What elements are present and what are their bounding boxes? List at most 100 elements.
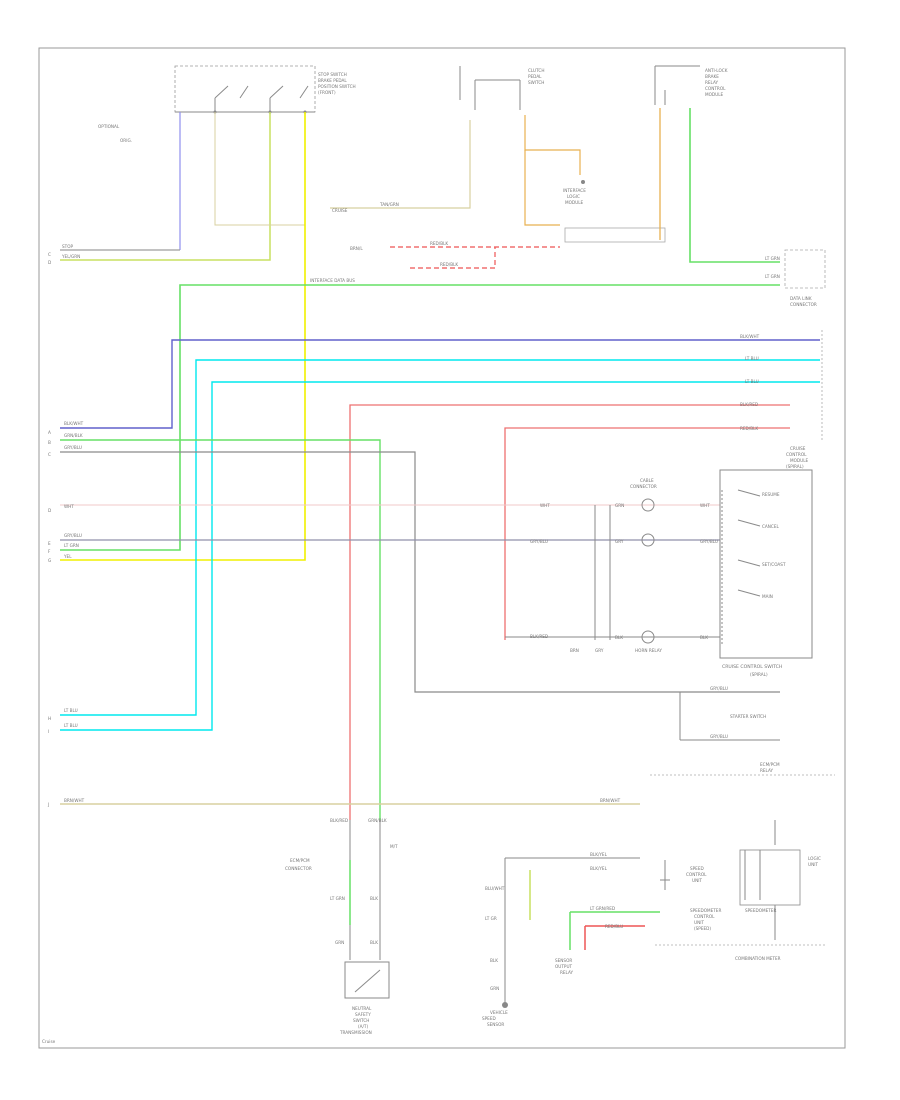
svg-text:SPEED: SPEED [690, 866, 704, 871]
top-left-note-0: OPTIONAL [98, 124, 120, 129]
abs-block: ANTI-LOCK BRAKE RELAY CONTROL MODULE [654, 65, 728, 105]
wire-tan-clutch [330, 120, 471, 209]
neutral-label-3: (A/T) [358, 1024, 368, 1029]
svg-text:GRY/BLU: GRY/BLU [64, 445, 82, 450]
left-labels: C D A B C D E F G H I J BLK/WHT GRN/BLK … [47, 252, 85, 807]
wire-red-1 [349, 404, 790, 820]
neutral-label-0: NEUTRAL [352, 1006, 372, 1011]
svg-text:MAIN: MAIN [762, 594, 773, 599]
svg-text:(SPIRAL): (SPIRAL) [786, 464, 804, 469]
stop-switch-label-1: BRAKE PEDAL [318, 78, 347, 83]
svg-text:GRN: GRN [615, 503, 624, 508]
right-connector-mid: CRUISE CONTROL MODULE (SPIRAL) [786, 330, 823, 469]
svg-text:BLK/RED: BLK/RED [330, 818, 348, 823]
vss-label-0: VEHICLE [490, 1010, 508, 1015]
vss-label-1: SPEED [482, 1016, 496, 1021]
abs-label-3: CONTROL [705, 86, 726, 91]
mid-relay-2: MODULE [565, 200, 584, 205]
svg-text:GRY/BLU: GRY/BLU [710, 686, 728, 691]
stop-switch-block: STOP SWITCH BRAKE PEDAL POSITION SWITCH … [98, 65, 356, 143]
abs-label-2: RELAY [705, 80, 719, 85]
svg-text:WHT: WHT [64, 504, 74, 509]
svg-text:GRY: GRY [615, 539, 624, 544]
ecm-line-0: ECM/PCM [760, 762, 780, 767]
svg-text:GRN: GRN [490, 986, 499, 991]
cruise-switch-label: CRUISE CONTROL SWITCH [722, 664, 782, 670]
svg-text:SPEEDOMETER: SPEEDOMETER [690, 908, 721, 913]
neutral-label-2: SWITCH [353, 1018, 369, 1023]
svg-text:LT BLU: LT BLU [745, 356, 759, 361]
svg-text:LT GRN: LT GRN [765, 256, 780, 261]
svg-text:RED/BLK: RED/BLK [440, 262, 458, 267]
abs-label-4: MODULE [705, 92, 724, 97]
clutch-label-0: CLUTCH [528, 68, 545, 73]
svg-text:BLK: BLK [370, 896, 378, 901]
svg-text:CANCEL: CANCEL [762, 524, 779, 529]
svg-text:BLK: BLK [615, 635, 623, 640]
svg-text:RED/BLK: RED/BLK [740, 426, 758, 431]
wire-red-2 [504, 427, 790, 640]
svg-text:B: B [48, 440, 51, 445]
svg-text:BRN/L: BRN/L [350, 246, 363, 251]
svg-text:BRN/WHT: BRN/WHT [600, 798, 621, 803]
wire-green-long [60, 284, 780, 551]
ecm-line-1: RELAY [760, 768, 774, 773]
svg-text:C: C [48, 252, 51, 257]
top-left-note-1: ORIG. [120, 138, 132, 143]
svg-text:WHT: WHT [540, 503, 550, 508]
comb-meter-label: COMBINATION METER [735, 956, 781, 961]
wire-tan-1 [214, 112, 305, 226]
svg-text:GRN: GRN [335, 940, 344, 945]
svg-text:LT GRN: LT GRN [64, 543, 79, 548]
neutral-label-1: SAFETY [355, 1012, 371, 1017]
wire-orange-clutch [524, 115, 581, 175]
svg-text:BLK/RED: BLK/RED [530, 634, 548, 639]
svg-text:CRUISE: CRUISE [790, 446, 806, 451]
wire-green-abs [689, 108, 780, 263]
stop-switch-label-2: POSITION SWITCH [318, 84, 356, 89]
svg-text:F: F [48, 549, 51, 554]
spiral-label-1: CONNECTOR [630, 484, 657, 489]
svg-text:BLK: BLK [370, 940, 378, 945]
mid-relay-0: INTERFACE [563, 188, 586, 193]
svg-text:UNIT: UNIT [808, 862, 818, 867]
svg-text:BRN/WHT: BRN/WHT [64, 798, 85, 803]
starter-label: STARTER SWITCH [730, 714, 766, 719]
svg-text:BLK/RED: BLK/RED [740, 402, 758, 407]
svg-text:GRY/BLU: GRY/BLU [710, 734, 728, 739]
svg-text:BRN: BRN [570, 648, 579, 653]
sensor-label-0: SENSOR [555, 958, 572, 963]
svg-text:GRY/BLU: GRY/BLU [530, 539, 548, 544]
sensor-label-1: OUTPUT [555, 964, 573, 969]
wire-lightblue-1 [60, 359, 820, 716]
abs-label-0: ANTI-LOCK [705, 68, 728, 73]
svg-text:LT GRN: LT GRN [330, 896, 345, 901]
svg-text:MODULE: MODULE [790, 458, 809, 463]
svg-text:STOP: STOP [62, 244, 74, 249]
svg-text:SET/COAST: SET/COAST [762, 562, 786, 567]
svg-text:DATA LINK: DATA LINK [790, 296, 812, 301]
svg-text:WHT: WHT [700, 503, 710, 508]
svg-text:(SPEED): (SPEED) [694, 926, 711, 931]
svg-text:GRY/BLU: GRY/BLU [64, 533, 82, 538]
svg-text:GRN/BLK: GRN/BLK [64, 433, 83, 438]
svg-text:CRUISE: CRUISE [332, 208, 348, 213]
vehicle-speed-sensor: BLK/YEL BLK/YEL BLU/WHT LT GR BLK GRN VE… [482, 852, 640, 1027]
stop-switch-label-3: (FRONT) [318, 90, 336, 95]
cruise-control-switch: RESUME CANCEL SET/COAST MAIN CRUISE CONT… [719, 469, 813, 677]
combination-meter: SPEED CONTROL UNIT SPEEDOMETER CONTROL U… [655, 820, 825, 961]
svg-text:LOGIC: LOGIC [808, 856, 821, 861]
wire-yellowgreen-left [60, 112, 271, 261]
svg-text:TAN/GRN: TAN/GRN [379, 202, 399, 207]
svg-text:LT GRN/RED: LT GRN/RED [590, 906, 615, 911]
svg-text:ECM/PCM: ECM/PCM [290, 858, 310, 863]
spiral-cable: CABLE CONNECTOR WHT GRY/BLU BLK/RED GRN … [505, 478, 720, 653]
clutch-label-2: SWITCH [528, 80, 544, 85]
clutch-label-1: PEDAL [528, 74, 542, 79]
svg-text:BLK: BLK [700, 635, 708, 640]
svg-text:BLK/YEL: BLK/YEL [590, 866, 608, 871]
svg-text:LT BLU: LT BLU [745, 379, 759, 384]
svg-text:YEL: YEL [63, 554, 72, 559]
neutral-safety-switch: BLK/RED GRN/BLK ECM/PCM CONNECTOR M/T LT… [285, 818, 398, 1035]
svg-text:UNIT: UNIT [694, 920, 704, 925]
